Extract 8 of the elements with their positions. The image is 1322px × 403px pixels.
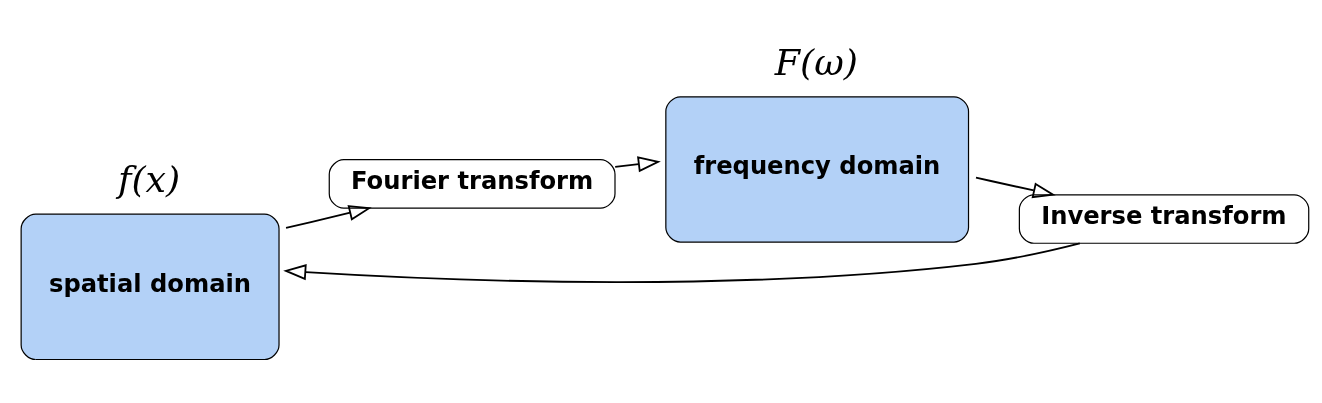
node-label: f(x)	[117, 158, 181, 202]
arrow	[614, 156, 661, 173]
arrow	[285, 205, 372, 229]
arrow	[975, 176, 1056, 199]
arrow	[283, 242, 1081, 283]
node-box: Fourier transform	[328, 159, 616, 209]
node-box: Inverse transform	[1018, 194, 1310, 244]
node-label: F(ω)	[774, 40, 858, 84]
